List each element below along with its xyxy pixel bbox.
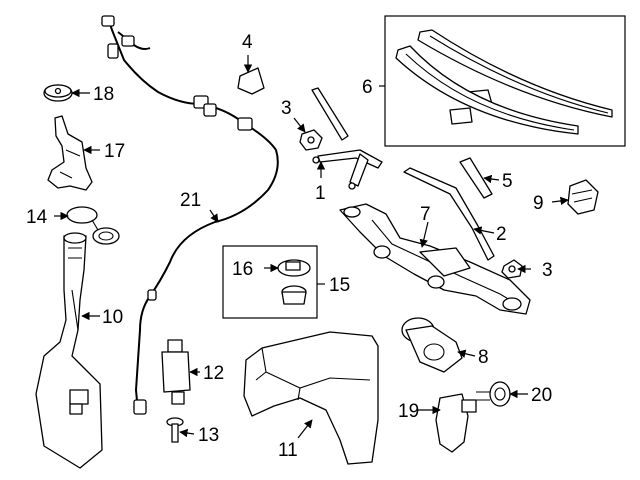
washer-reservoir — [35, 232, 103, 469]
callout-14: 14 — [26, 207, 48, 228]
wiper-motor — [401, 317, 463, 373]
arm-cover — [237, 67, 265, 95]
washer-pump — [161, 339, 191, 405]
wiper-blade-box — [384, 15, 626, 147]
arm-insert — [459, 157, 493, 199]
callout-8: 8 — [478, 347, 489, 368]
sensor-grommet — [476, 381, 511, 407]
callout-17: 17 — [104, 141, 125, 162]
bracket — [47, 115, 93, 191]
callout-6: 6 — [362, 77, 373, 98]
pivot-cap — [567, 179, 599, 215]
wiper-blade-lower — [395, 45, 579, 135]
callout-15: 15 — [329, 275, 350, 296]
nut-lower — [501, 259, 523, 279]
callout-11: 11 — [278, 440, 298, 461]
callout-20: 20 — [531, 385, 552, 406]
callout-5: 5 — [502, 171, 513, 192]
callout-3-lower: 3 — [542, 260, 553, 281]
nozzle-insert — [281, 285, 307, 305]
wiring-harness — [101, 15, 279, 415]
nozzle-box — [222, 245, 318, 319]
callout-13: 13 — [198, 425, 219, 446]
wiper-blade-upper — [417, 29, 613, 118]
grommet — [43, 84, 73, 102]
reservoir-panel — [243, 331, 379, 465]
callout-16: 16 — [232, 259, 253, 280]
callout-12: 12 — [203, 363, 224, 384]
bolt — [166, 417, 184, 443]
callout-1: 1 — [315, 183, 326, 204]
callout-18: 18 — [93, 84, 114, 105]
callout-7: 7 — [420, 204, 431, 225]
callout-21: 21 — [180, 190, 201, 211]
wiper-frame — [339, 203, 531, 315]
callout-2: 2 — [496, 224, 507, 245]
nut-upper — [299, 129, 323, 151]
nozzle — [277, 259, 311, 277]
sensor — [435, 393, 477, 453]
callout-10: 10 — [102, 307, 123, 328]
callout-19: 19 — [398, 401, 419, 422]
callout-3-upper: 3 — [281, 98, 292, 119]
callout-4: 4 — [242, 32, 253, 53]
reservoir-cap — [66, 206, 120, 245]
callout-9: 9 — [533, 193, 544, 214]
wiper-linkage — [311, 87, 383, 190]
wiper-arm — [403, 167, 495, 261]
